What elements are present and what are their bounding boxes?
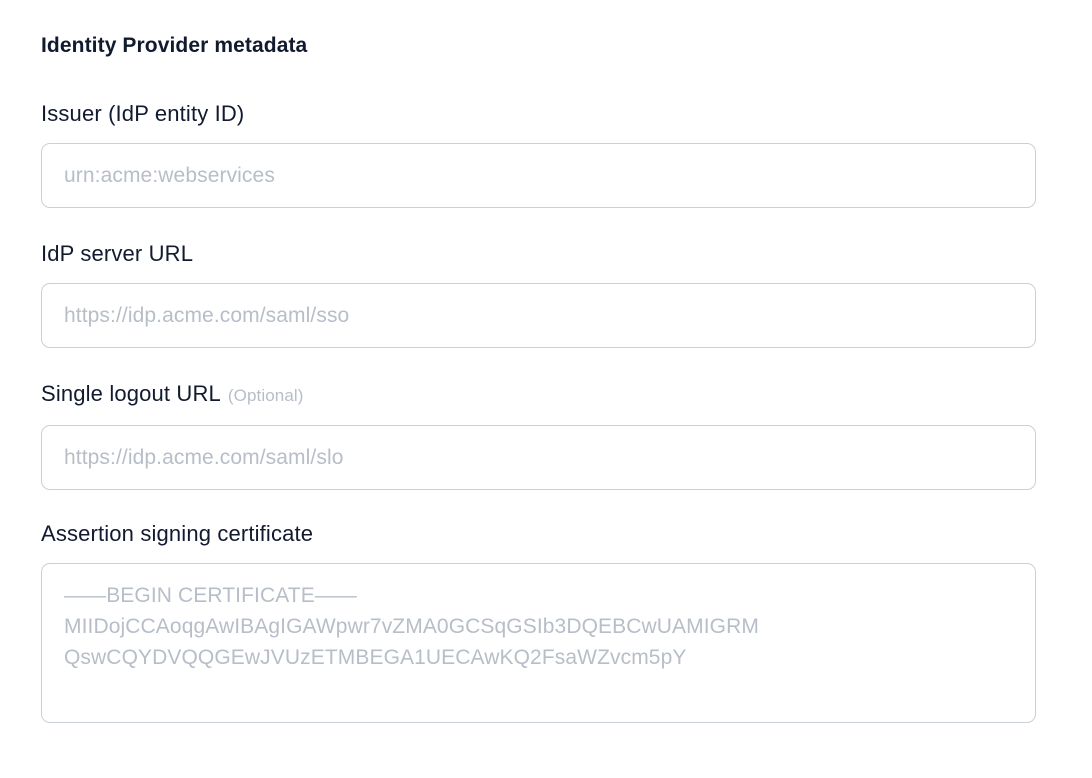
field-label-certificate: Assertion signing certificate [41,521,314,546]
field-label-issuer: Issuer (IdP entity ID) [41,101,245,126]
field-label-server-url: IdP server URL [41,241,194,266]
issuer-input[interactable] [41,143,1036,208]
field-issuer: Issuer (IdP entity ID) [41,100,1036,208]
field-logout-url: Single logout URL (Optional) [41,380,1036,490]
field-label-logout-url-text: Single logout URL [41,381,221,406]
field-server-url: IdP server URL [41,240,1036,348]
field-certificate: Assertion signing certificate [41,520,1036,723]
page-title: Identity Provider metadata [41,34,308,57]
optional-tag: (Optional) [227,386,304,405]
server-url-input[interactable] [41,283,1036,348]
field-label-logout-url: Single logout URL (Optional) [41,380,1036,410]
logout-url-input[interactable] [41,425,1036,490]
certificate-textarea[interactable] [41,563,1036,723]
